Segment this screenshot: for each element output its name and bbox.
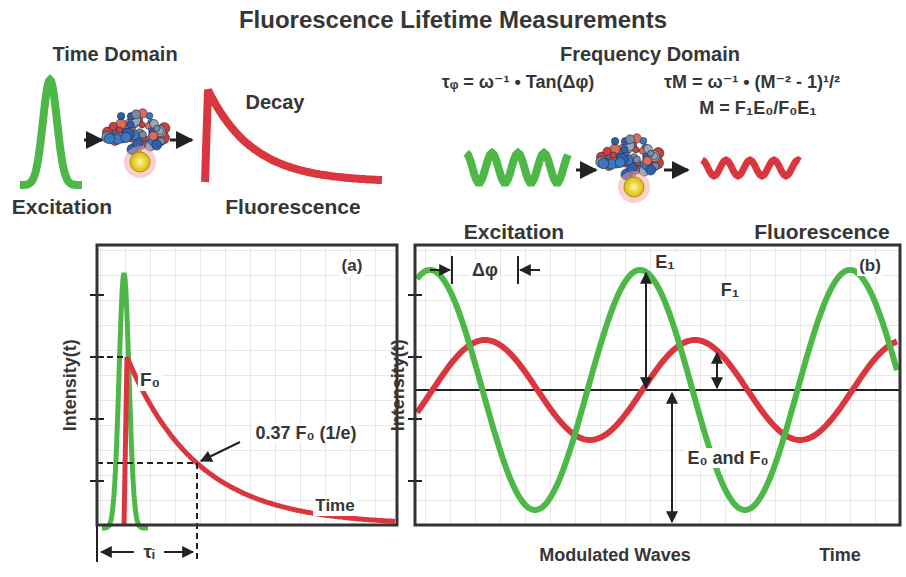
tau-level	[97, 462, 197, 464]
baseline	[415, 389, 900, 391]
decay-curve	[205, 90, 382, 182]
panel-label: (a)	[340, 256, 365, 276]
formula: M = F₁E₀/F₀E₁	[699, 98, 817, 119]
phase-arrow	[520, 269, 540, 271]
fluorophore-protein	[596, 134, 664, 203]
phase-tick	[451, 256, 453, 284]
phase-arrow	[430, 269, 450, 271]
curve-label: Decay	[246, 91, 305, 114]
axis-label: Modulated Waves	[539, 545, 690, 566]
fluorescence-wave	[417, 340, 897, 440]
row-label: Excitation	[464, 220, 564, 244]
tau-arrow	[101, 551, 134, 553]
fluorophore-protein	[102, 109, 170, 178]
diagram-title: Fluorescence Lifetime Measurements	[239, 6, 667, 34]
plot-grid	[415, 245, 900, 525]
mean-label: E₀ and F₀	[685, 448, 770, 469]
flow-arrow	[84, 139, 102, 142]
phase-label: Δφ	[470, 260, 500, 281]
axis-label: Intensity(t)	[60, 339, 81, 431]
flow-arrow	[664, 169, 688, 172]
level-label: F₀	[138, 369, 162, 391]
section-heading: Frequency Domain	[560, 43, 740, 66]
plot-grid	[97, 245, 397, 525]
leader-arrow	[201, 442, 240, 461]
flow-arrow	[170, 139, 192, 142]
amplitude-label: F₁	[719, 280, 741, 301]
formula: τᵩ = ω⁻¹ • Tan(Δφ)	[442, 72, 595, 93]
decay-curve	[124, 357, 395, 525]
lifetime-label: τᵢ	[143, 541, 154, 563]
axis-label: Intensity(t)	[388, 339, 409, 431]
panel-label: (b)	[857, 256, 883, 276]
amplitude-arrow	[645, 273, 647, 388]
flow-arrow	[576, 169, 596, 172]
phase-tick	[517, 256, 519, 284]
tau-arrow	[164, 551, 193, 553]
excitation-wave	[466, 153, 568, 183]
row-label: Fluorescence	[754, 220, 889, 244]
tau-marker	[196, 463, 198, 562]
row-label: Excitation	[12, 195, 112, 219]
excitation-pulse	[20, 80, 82, 185]
mean-arrow	[671, 393, 673, 522]
row-label: Fluorescence	[225, 195, 360, 219]
plot-frame	[415, 245, 900, 525]
plot-frame	[97, 245, 397, 525]
f0-level	[97, 356, 127, 358]
fluorescence-wave	[702, 160, 800, 176]
tau-start	[96, 525, 98, 562]
level-label: 0.37 F₀ (1/e)	[253, 423, 358, 444]
amplitude-label: E₁	[653, 252, 676, 273]
section-heading: Time Domain	[52, 43, 177, 66]
axis-label: Time	[313, 496, 356, 516]
amplitude-arrow	[716, 353, 718, 388]
axis-label: Time	[819, 545, 861, 566]
excitation-wave	[417, 270, 897, 510]
formula: τM = ω⁻¹ • (M⁻² - 1)¹/²	[664, 72, 840, 93]
